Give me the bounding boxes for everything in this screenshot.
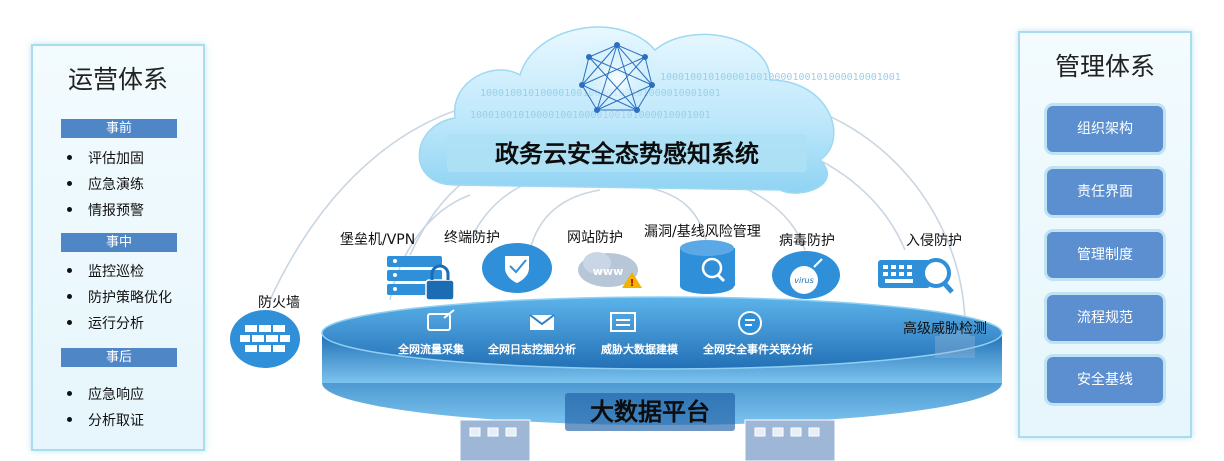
- mail-icon: [529, 314, 555, 330]
- cloud-binary: 1000100101000010010000100101000010001001: [660, 72, 901, 83]
- mgmt-item-process: 流程规范: [1047, 295, 1163, 341]
- database-search-icon: [680, 240, 735, 294]
- platform-title: 大数据平台: [590, 398, 710, 426]
- shield-icon: [482, 243, 552, 293]
- network-hub-icon: [581, 44, 653, 111]
- list-item: 应急响应: [67, 384, 144, 404]
- firewall-icon: [230, 310, 300, 368]
- label-intrusion: 入侵防护: [906, 233, 962, 249]
- operations-panel: 运营体系 事前 评估加固 应急演练 情报预警 事中 监控巡检 防护策略优化 运行…: [31, 44, 205, 451]
- label-endpoint: 终端防护: [444, 230, 500, 246]
- label-bastion-vpn: 堡垒机/VPN: [340, 232, 416, 248]
- list-item: 分析取证: [67, 410, 144, 430]
- server-rack-icon: [459, 419, 836, 461]
- cloud-shape: 1000100101000010010000100101000010001001…: [418, 26, 901, 194]
- management-title: 管理体系: [1054, 52, 1155, 81]
- apt-detect-icon: [935, 330, 975, 358]
- label-traffic-collect: 全网流量采集: [398, 343, 464, 356]
- label-firewall: 防火墙: [258, 295, 300, 311]
- mgmt-item-responsibility: 责任界面: [1047, 169, 1163, 215]
- virus-bomb-icon: virus: [772, 251, 840, 299]
- svg-text:!: !: [630, 278, 635, 289]
- management-panel: 管理体系 组织架构 责任界面 管理制度 流程规范 安全基线: [1018, 31, 1192, 438]
- mgmt-item-baseline: 安全基线: [1047, 357, 1163, 403]
- event-correlation-icon: [738, 311, 762, 335]
- label-apt: 高级威胁检测: [903, 321, 987, 337]
- cloud-title: 政务云安全态势感知系统: [495, 140, 759, 168]
- list-item: 评估加固: [67, 148, 144, 168]
- big-data-platform: 大数据平台: [321, 296, 1003, 431]
- phase-after: 事后: [61, 348, 177, 367]
- list-item: 情报预警: [67, 200, 144, 220]
- label-website: 网站防护: [567, 230, 623, 246]
- intrusion-search-icon: [878, 258, 954, 294]
- list-item: 监控巡检: [67, 261, 144, 281]
- list-item: 运行分析: [67, 313, 144, 333]
- operations-title: 运营体系: [67, 65, 168, 94]
- label-antivirus: 病毒防护: [779, 233, 835, 249]
- list-item: 防护策略优化: [67, 287, 172, 307]
- label-log-mining: 全网日志挖掘分析: [488, 343, 576, 356]
- svg-text:virus: virus: [794, 276, 813, 285]
- traffic-collect-icon: [427, 309, 455, 331]
- phase-before: 事前: [61, 119, 177, 138]
- data-model-icon: [610, 312, 636, 332]
- list-item: 应急演练: [67, 174, 144, 194]
- label-threat-modeling: 威胁大数据建模: [601, 343, 678, 356]
- label-event-correlation: 全网安全事件关联分析: [703, 343, 813, 356]
- mgmt-item-policy: 管理制度: [1047, 232, 1163, 278]
- svg-text:www: www: [593, 265, 624, 278]
- mgmt-item-org: 组织架构: [1047, 106, 1163, 152]
- www-cloud-icon: www !: [578, 252, 642, 289]
- label-vuln-baseline: 漏洞/基线风险管理: [644, 224, 761, 240]
- server-lock-icon: [387, 256, 455, 301]
- phase-during: 事中: [61, 233, 177, 252]
